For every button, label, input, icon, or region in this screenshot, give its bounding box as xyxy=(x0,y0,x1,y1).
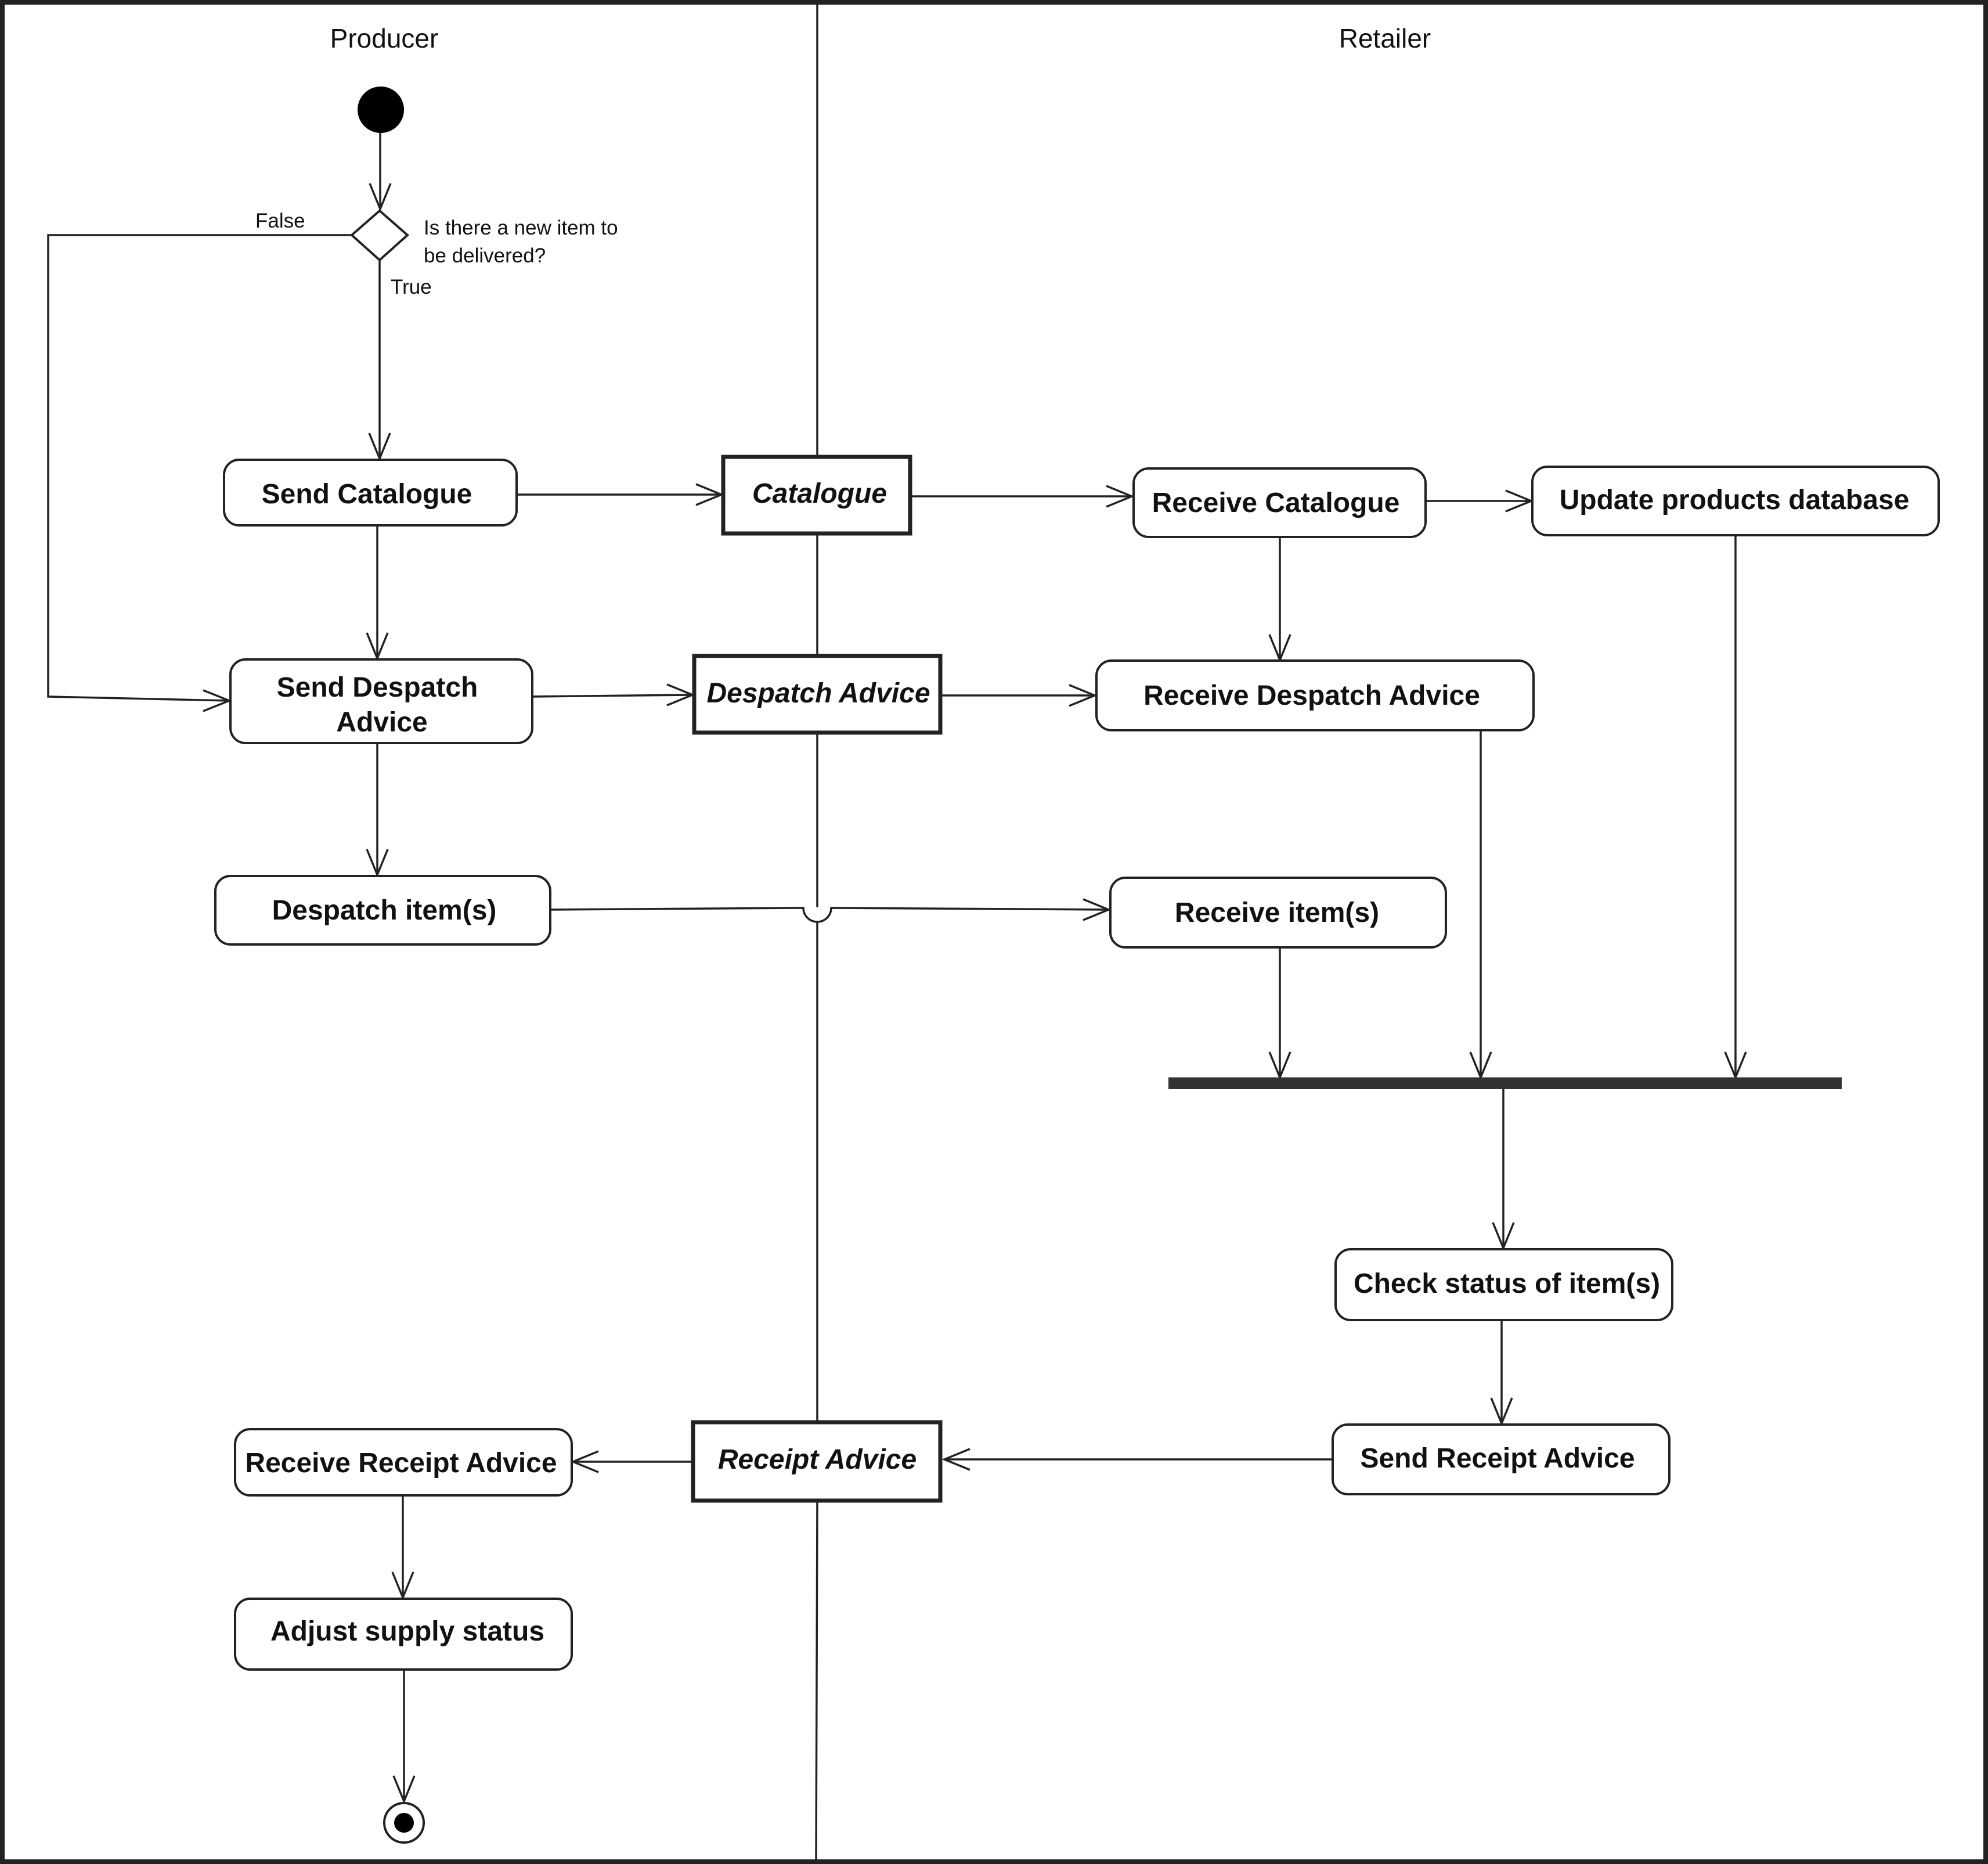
flow-join-to-check-status xyxy=(1492,1089,1515,1251)
activity-send-catalogue xyxy=(223,459,518,527)
join-bar xyxy=(1168,1077,1842,1089)
flow-receive-items-to-join xyxy=(1268,949,1291,1080)
activity-receive-items-label: Receive item(s) xyxy=(1175,897,1379,928)
activity-send-receipt-advice-label: Send Receipt Advice xyxy=(1360,1443,1635,1474)
activity-send-catalogue-label: Send Catalogue xyxy=(262,479,472,510)
flow-send-catalogue-to-catalogue xyxy=(517,483,724,506)
activity-adjust-supply-status-label: Adjust supply status xyxy=(270,1616,544,1647)
activity-despatch-items xyxy=(214,875,551,946)
activity-despatch-items-label: Despatch item(s) xyxy=(272,895,497,926)
object-receipt-advice-label: Receipt Advice xyxy=(718,1444,917,1475)
decision-question-line2: be delivered? xyxy=(424,244,546,267)
decision-false-label: False xyxy=(255,210,305,232)
activity-update-products-database-label: Update products database xyxy=(1560,485,1910,515)
activity-receive-despatch-advice xyxy=(1095,659,1535,731)
flow-true-to-send-catalogue xyxy=(368,260,391,462)
object-catalogue-label: Catalogue xyxy=(752,478,887,509)
flow-despatch-items-to-receive-items xyxy=(550,898,1112,923)
decision-node xyxy=(349,209,410,262)
object-receipt-advice xyxy=(691,1420,943,1503)
flow-send-despatch-advice-to-object xyxy=(532,683,695,706)
activity-receive-receipt-advice xyxy=(234,1428,573,1497)
activity-update-products-database xyxy=(1531,466,1940,536)
activity-receive-catalogue-label: Receive Catalogue xyxy=(1152,488,1400,518)
decision-question-line1: Is there a new item to xyxy=(424,217,618,239)
swimlane-label-retailer: Retailer xyxy=(1339,23,1431,53)
activity-send-despatch-advice-label-line1: Send Despatch xyxy=(277,672,478,703)
flow-despatch-object-to-receive-despatch-advice xyxy=(941,684,1098,707)
activity-receive-despatch-advice-label: Receive Despatch Advice xyxy=(1143,680,1480,711)
flow-adjust-supply-to-final xyxy=(392,1671,416,1804)
activity-receive-receipt-advice-label: Receive Receipt Advice xyxy=(245,1448,557,1479)
object-despatch-advice-label: Despatch Advice xyxy=(706,678,930,709)
activity-send-despatch-advice-label-line2: Advice xyxy=(336,707,427,738)
flow-initial-to-decision xyxy=(369,133,392,212)
flow-receive-catalogue-to-update-db xyxy=(1427,489,1534,513)
flow-receive-catalogue-to-receive-despatch-advice xyxy=(1268,537,1291,663)
flow-receive-despatch-advice-to-join xyxy=(1469,731,1492,1080)
flow-send-catalogue-to-send-despatch-advice xyxy=(366,527,389,661)
swimlane-divider xyxy=(815,3,818,1861)
activity-adjust-supply-status xyxy=(234,1598,573,1671)
flow-receive-receipt-advice-to-adjust-supply xyxy=(391,1497,414,1600)
final-node xyxy=(383,1802,425,1844)
flow-send-despatch-advice-to-despatch-items xyxy=(366,744,389,878)
object-despatch-advice xyxy=(692,654,943,735)
initial-node xyxy=(358,86,404,133)
activity-check-status xyxy=(1334,1248,1673,1321)
flow-send-receipt-advice-to-object xyxy=(941,1448,1333,1471)
activity-check-status-label: Check status of item(s) xyxy=(1354,1268,1660,1299)
flow-receipt-object-to-receive-receipt-advice xyxy=(570,1450,692,1473)
flow-catalogue-to-receive-catalogue xyxy=(911,485,1135,508)
flow-update-db-to-join xyxy=(1724,536,1747,1080)
activity-send-despatch-advice xyxy=(229,658,533,744)
object-catalogue xyxy=(721,455,912,536)
decision-true-label: True xyxy=(391,276,432,298)
activity-receive-items xyxy=(1109,877,1447,949)
swimlane-label-producer: Producer xyxy=(330,23,439,53)
flow-check-status-to-send-receipt-advice xyxy=(1490,1321,1513,1426)
